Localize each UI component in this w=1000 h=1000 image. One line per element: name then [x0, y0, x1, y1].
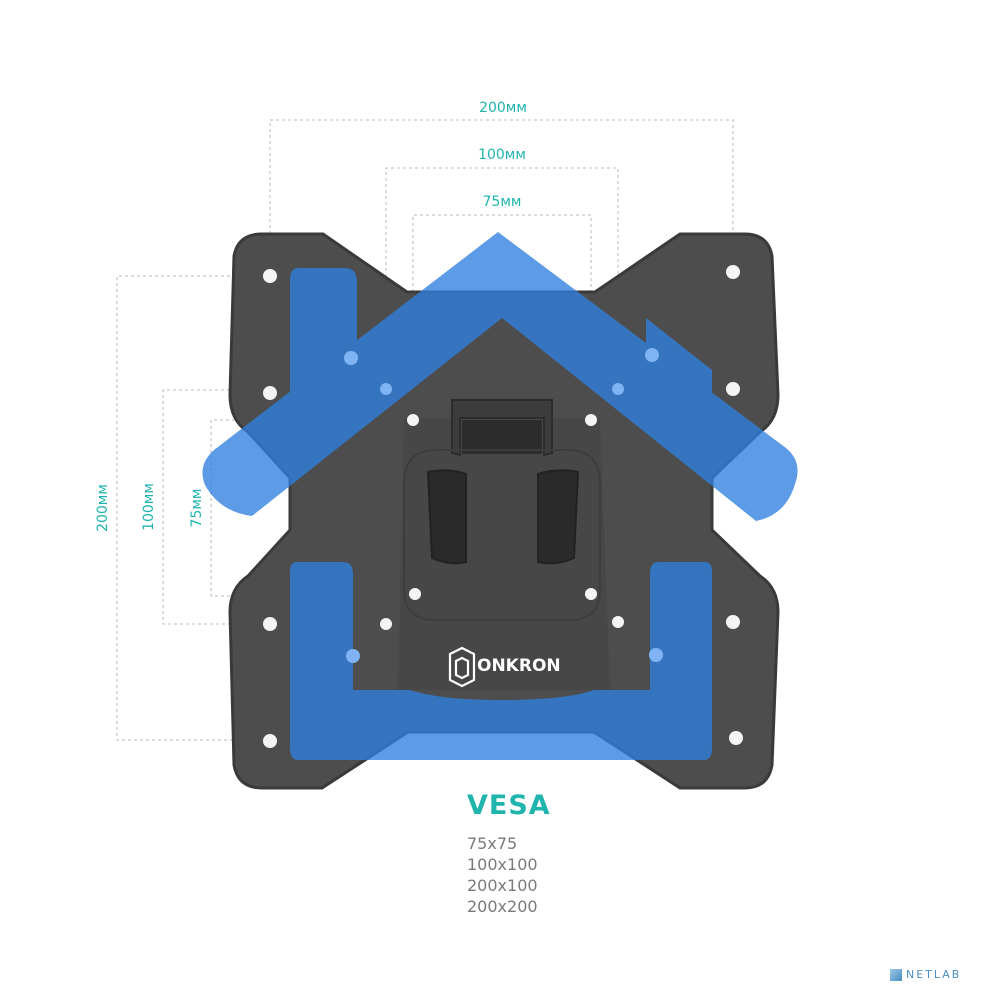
brand-logo: ONKRON: [448, 646, 561, 688]
hole: [729, 731, 743, 745]
onkron-logo-icon: [448, 646, 476, 688]
hole: [649, 648, 663, 662]
dim-label-100-vertical: 100мм: [141, 483, 157, 531]
plate-inner-panel: [398, 418, 610, 690]
hole: [263, 734, 277, 748]
hole: [726, 382, 740, 396]
hole: [726, 265, 740, 279]
center-hanger-slot: [462, 420, 542, 454]
vesa-title: VESA: [467, 790, 551, 821]
netlab-logo-icon: [890, 968, 902, 981]
hole: [344, 351, 358, 365]
hole: [346, 649, 360, 663]
netlab-text: NETLAB: [906, 968, 962, 981]
dim-label-75-horizontal: 75мм: [483, 194, 522, 210]
left-tilt-slot: [426, 469, 467, 565]
vesa-size-item: 75x75: [467, 834, 518, 853]
arm-lower-center: [410, 690, 594, 760]
hole: [645, 348, 659, 362]
hole: [612, 616, 624, 628]
guide-200-horizontal: [269, 119, 734, 270]
hole: [409, 588, 421, 600]
dim-label-75-vertical: 75мм: [189, 489, 205, 528]
hole: [585, 588, 597, 600]
hole: [585, 414, 597, 426]
center-bracket: [403, 399, 601, 621]
hole: [407, 414, 419, 426]
netlab-watermark: NETLAB: [890, 968, 961, 981]
dim-label-100-horizontal: 100мм: [478, 147, 526, 163]
hole: [263, 617, 277, 631]
vesa-size-list: 75x75 100x100 200x100 200x200: [467, 833, 538, 917]
mounting-holes: [263, 265, 743, 748]
center-hanger-block: [451, 399, 553, 457]
guide-200-vertical: [116, 275, 272, 741]
hole: [380, 383, 392, 395]
hole: [726, 615, 740, 629]
brand-name: ONKRON: [477, 656, 561, 676]
dim-label-200-horizontal: 200мм: [479, 100, 527, 116]
arm-right-vertical: [646, 318, 712, 395]
hole: [612, 383, 624, 395]
right-tilt-slot: [537, 469, 580, 565]
hole: [380, 618, 392, 630]
arm-left-vertical: [290, 268, 357, 395]
dim-label-200-vertical: 200мм: [95, 484, 111, 532]
vesa-size-item: 200x100: [467, 876, 538, 895]
hole: [263, 269, 277, 283]
hole: [263, 386, 277, 400]
tilt-frame-outline: [403, 449, 601, 621]
vesa-size-item: 200x200: [467, 897, 538, 916]
vesa-size-item: 100x100: [467, 855, 538, 874]
